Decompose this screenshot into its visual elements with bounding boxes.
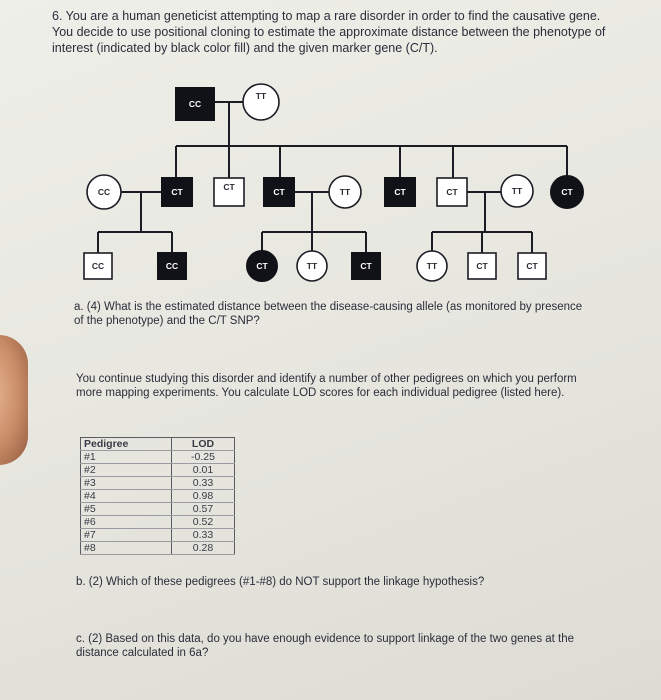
- gen3-unaffected-square-3: [517, 252, 547, 280]
- gen3-unaffected-square-1: [83, 252, 113, 280]
- gen2-label-5: TT: [340, 187, 351, 197]
- gen2-affected-circle: [550, 175, 584, 209]
- question-part-b: b. (2) Which of these pedigrees (#1-#8) …: [76, 576, 485, 588]
- gen2-label-1: CC: [98, 187, 110, 197]
- gen3-affected-square-2: [351, 252, 381, 280]
- gen2-label-9: CT: [561, 187, 573, 197]
- gen1-mother-circle: [242, 83, 280, 121]
- continuation-paragraph: You continue studying this disorder and …: [76, 373, 577, 399]
- lod-value: 0.52: [171, 515, 235, 529]
- question-part-c: c. (2) Based on this data, do you have e…: [76, 633, 575, 659]
- gen2-spouse-circle-3: [500, 174, 534, 208]
- gen2-affected-square-2: [263, 177, 295, 207]
- lod-value: 0.33: [171, 476, 235, 490]
- gen1-father-label: CC: [189, 99, 201, 109]
- gen2-affected-square-3: [384, 177, 416, 207]
- pedigree-diagram: CC TT CC CT CT CT TT CT CT TT CT CC CC C…: [83, 83, 584, 282]
- gen3-unaffected-circle-2: [416, 250, 448, 282]
- gen2-label-4: CT: [273, 187, 285, 197]
- lod-value: 0.01: [171, 463, 235, 477]
- gen3-unaffected-circle-1: [296, 250, 328, 282]
- gen2-label-8: TT: [512, 186, 523, 196]
- gen3-affected-circle: [246, 250, 278, 282]
- gen3-label-4: TT: [307, 261, 318, 271]
- table-row: #1-0.25: [80, 450, 235, 464]
- gen3-label-3: CT: [256, 261, 268, 271]
- pedigree-id: #6: [80, 515, 172, 529]
- gen3-label-1: CC: [92, 261, 104, 271]
- pedigree-id: #1: [80, 450, 172, 464]
- gen2-label-7: CT: [446, 187, 458, 197]
- gen2-label-3: CT: [223, 182, 235, 192]
- pedigree-id: #7: [80, 528, 172, 542]
- gen2-label-2: CT: [171, 187, 183, 197]
- pedigree-id: #4: [80, 489, 172, 503]
- column-header-lod: LOD: [171, 437, 235, 451]
- gen3-affected-square-1: [157, 252, 187, 280]
- gen3-unaffected-square-2: [467, 252, 497, 280]
- column-header-pedigree: Pedigree: [80, 437, 172, 451]
- gen1-father-square: [175, 87, 215, 121]
- lod-value: 0.98: [171, 489, 235, 503]
- lod-value: -0.25: [171, 450, 235, 464]
- pedigree-id: #5: [80, 502, 172, 516]
- question-intro: 6. You are a human geneticist attempting…: [52, 9, 606, 55]
- gen3-label-6: TT: [427, 261, 438, 271]
- gen3-label-7: CT: [476, 261, 488, 271]
- lod-value: 0.33: [171, 528, 235, 542]
- gen2-label-6: CT: [394, 187, 406, 197]
- lod-value: 0.28: [171, 541, 235, 555]
- table-header-row: Pedigree LOD: [80, 437, 235, 451]
- gen2-unaffected-square-1: [213, 177, 245, 207]
- pedigree-id: #2: [80, 463, 172, 477]
- gen2-spouse-circle-1: [86, 174, 122, 210]
- thumb-photo-edge: [0, 335, 28, 465]
- question-part-a: a. (4) What is the estimated distance be…: [74, 301, 583, 327]
- pedigree-id: #8: [80, 541, 172, 555]
- gen3-label-8: CT: [526, 261, 538, 271]
- gen3-label-2: CC: [166, 261, 178, 271]
- gen2-affected-square-1: [161, 177, 193, 207]
- pedigree-id: #3: [80, 476, 172, 490]
- gen1-mother-label: TT: [256, 91, 267, 101]
- gen2-unaffected-square-2: [436, 177, 468, 207]
- lod-value: 0.57: [171, 502, 235, 516]
- gen2-spouse-circle-2: [328, 175, 362, 209]
- gen3-label-5: CT: [360, 261, 372, 271]
